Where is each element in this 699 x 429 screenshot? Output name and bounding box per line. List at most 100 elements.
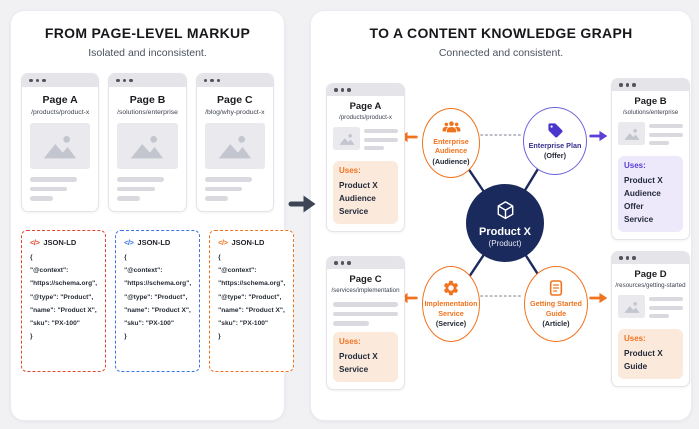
window-dot-icon — [347, 261, 351, 265]
arrow-right-icon — [588, 291, 610, 305]
image-placeholder — [618, 295, 645, 318]
browser-chrome — [612, 252, 689, 264]
json-ld-block-blue: </> JSON-LD { "@context": "https://schem… — [115, 230, 201, 372]
code-line: "sku": "PX-100" — [218, 320, 269, 328]
code-line: { — [124, 254, 127, 261]
window-dot-icon — [619, 256, 623, 260]
code-line: "@context": — [218, 267, 257, 275]
graph-node-product: Product X (Product) — [466, 184, 544, 262]
browser-chrome — [327, 257, 404, 269]
page-content-skeleton — [327, 127, 404, 155]
image-placeholder — [333, 127, 360, 150]
window-dot-icon — [632, 83, 636, 87]
page-title: Page C — [217, 94, 253, 106]
graph-node-audience: Enterprise Audience (Audience) — [422, 108, 480, 178]
uses-box: Uses: Product X Guide — [618, 328, 683, 379]
window-dot-icon — [35, 78, 39, 83]
mountain-image-icon — [338, 133, 355, 145]
uses-item: Service — [624, 214, 654, 224]
window-dot-icon — [29, 78, 33, 83]
code-line: "@context": — [124, 267, 163, 275]
code-line: { — [218, 254, 221, 261]
page-content-skeleton — [612, 295, 689, 323]
window-dot-icon — [347, 88, 351, 92]
kg-page-card-a: Page A /products/product-x Uses: Product… — [326, 83, 405, 232]
node-type: (Audience) — [432, 156, 470, 166]
window-dot-icon — [129, 78, 133, 83]
node-type: (Offer) — [544, 151, 566, 160]
page-title: Page B — [634, 96, 667, 107]
mountain-image-icon — [623, 301, 640, 313]
mountain-image-icon — [131, 136, 164, 159]
node-label: Service — [438, 308, 464, 318]
json-ld-header: </> JSON-LD — [124, 238, 191, 247]
kg-page-card-b: Page B /solutions/enterprise Uses: Produ… — [611, 78, 690, 240]
uses-item: Product X — [339, 351, 378, 361]
node-label: Audience — [434, 146, 468, 156]
image-placeholder — [618, 122, 645, 145]
image-placeholder — [117, 123, 178, 169]
json-ld-block-red: </> JSON-LD { "@context": "https://schem… — [21, 230, 107, 372]
text-skeleton — [197, 177, 273, 201]
mountain-image-icon — [218, 136, 251, 159]
node-type: (Service) — [435, 319, 467, 329]
node-type: (Article) — [542, 319, 570, 329]
window-dot-icon — [632, 256, 636, 260]
code-line: "https://schema.org", — [124, 280, 192, 288]
uses-item: Service — [339, 364, 369, 374]
json-ld-label: JSON-LD — [231, 238, 265, 247]
document-icon — [548, 279, 564, 297]
page-card-a: Page A /products/product-x — [21, 73, 100, 212]
code-line: } — [218, 333, 221, 341]
panel-title: TO A CONTENT KNOWLEDGE GRAPH — [369, 25, 633, 41]
code-line: "name": "Product X", — [30, 306, 97, 314]
panel-subtitle: Connected and consistent. — [438, 47, 564, 59]
kg-page-card-c: Page C /services/implementation Uses: Pr… — [326, 256, 405, 390]
graph-node-service: Implementation Service (Service) — [422, 266, 480, 342]
page-content-skeleton — [327, 300, 404, 326]
json-ld-label: JSON-LD — [137, 238, 171, 247]
panel-subtitle: Isolated and inconsistent. — [88, 47, 207, 59]
page-url: /services/implementation — [331, 287, 400, 294]
page-url: /products/product-x — [31, 109, 90, 116]
code-line: "https://schema.org", — [30, 280, 98, 288]
uses-item: Offer — [624, 201, 644, 211]
uses-label: Uses: — [339, 336, 361, 346]
kg-page-card-d: Page D /resources/getting-started Uses: … — [611, 251, 690, 387]
page-title: Page B — [129, 94, 166, 106]
window-dot-icon — [625, 83, 629, 87]
page-url: /products/product-x — [339, 114, 392, 121]
graph-node-offer: Enterprise Plan (Offer) — [523, 107, 587, 175]
mountain-image-icon — [623, 128, 640, 140]
image-placeholder — [204, 123, 265, 169]
code-icon: </> — [30, 238, 40, 247]
page-title: Page D — [634, 269, 667, 280]
uses-item: Audience — [624, 188, 661, 198]
code-icon: </> — [124, 238, 134, 247]
page-url: /blog/why-product-x — [205, 109, 265, 116]
browser-chrome — [22, 74, 99, 87]
page-url: /solutions/enterprise — [117, 109, 178, 116]
code-line: "https://schema.org", — [218, 280, 286, 288]
uses-label: Uses: — [624, 333, 646, 343]
uses-item: Guide — [624, 361, 648, 371]
node-label: Getting Started — [530, 299, 582, 309]
uses-label: Uses: — [624, 160, 646, 170]
uses-item: Product X — [624, 175, 663, 185]
text-skeleton — [22, 177, 98, 201]
tag-icon — [547, 122, 564, 139]
uses-box: Uses: Product X Service — [333, 331, 398, 382]
code-line: "name": "Product X", — [124, 306, 191, 314]
json-ld-header: </> JSON-LD — [30, 238, 97, 247]
page-card-b: Page B /solutions/enterprise — [108, 73, 187, 212]
window-dot-icon — [116, 78, 120, 83]
browser-chrome — [612, 79, 689, 91]
node-label: Enterprise Plan — [528, 140, 582, 150]
code-line: "@type": "Product", — [124, 293, 188, 301]
window-dot-icon — [340, 261, 344, 265]
transition-arrow-icon — [288, 193, 318, 215]
knowledge-graph-panel: TO A CONTENT KNOWLEDGE GRAPH Connected a… — [310, 10, 692, 421]
uses-box: Uses: Product X Audience Offer Service — [618, 155, 683, 232]
page-url: /resources/getting-started — [615, 282, 686, 289]
uses-item: Product X — [624, 348, 663, 358]
